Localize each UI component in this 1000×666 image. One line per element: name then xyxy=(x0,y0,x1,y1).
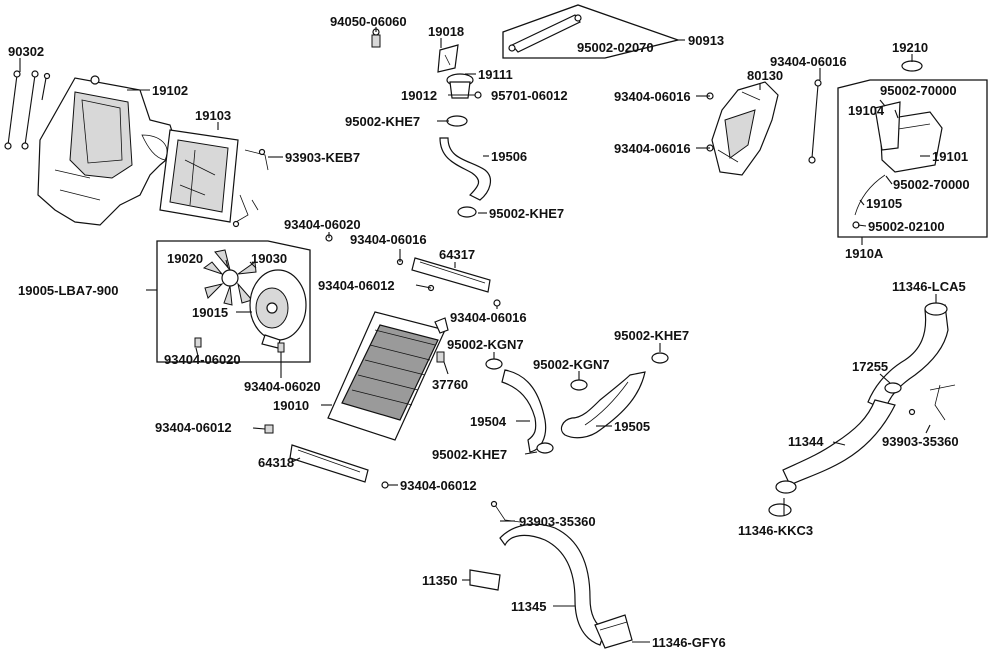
label-95002-KGN7-a: 95002-KGN7 xyxy=(447,337,524,352)
hose-19506 xyxy=(439,115,492,218)
label-95002-KHE7-a: 95002-KHE7 xyxy=(345,114,420,129)
label-19505: 19505 xyxy=(614,419,650,434)
label-90913: 90913 xyxy=(688,33,724,48)
label-11346-KKC3: 11346-KKC3 xyxy=(738,523,813,538)
label-93404-06016-e: 93404-06016 xyxy=(450,310,527,325)
label-17255: 17255 xyxy=(852,359,888,374)
reservoir-assembly-box xyxy=(837,79,988,245)
label-19012: 19012 xyxy=(401,88,437,103)
label-19104: 19104 xyxy=(848,103,885,118)
label-93404-06016-d: 93404-06016 xyxy=(350,232,427,247)
label-19105: 19105 xyxy=(866,196,902,211)
screws-fan xyxy=(194,337,285,353)
label-37760: 37760 xyxy=(432,377,468,392)
bolts-93903-KEB7 xyxy=(232,148,269,228)
label-19504: 19504 xyxy=(470,414,507,429)
label-93404-06012-b: 93404-06012 xyxy=(155,420,232,435)
bracket-64318 xyxy=(264,424,389,489)
label-95002-KHE7-b: 95002-KHE7 xyxy=(489,206,564,221)
label-11344: 11344 xyxy=(788,434,824,449)
duct-11344 xyxy=(775,302,956,494)
label-93404-06020-a: 93404-06020 xyxy=(284,217,361,232)
cover-80130 xyxy=(706,81,779,176)
label-95002-KHE7-d: 95002-KHE7 xyxy=(432,447,507,462)
hose-kit-hose xyxy=(508,14,582,53)
screen-19103 xyxy=(159,129,239,223)
motor-19030 xyxy=(249,269,307,349)
label-93903-35360-b: 93903-35360 xyxy=(882,434,959,449)
fan-assembly-box xyxy=(146,240,311,363)
label-80130: 80130 xyxy=(747,68,783,83)
label-19101: 19101 xyxy=(932,149,968,164)
hose-19505 xyxy=(536,352,669,454)
label-95002-02070: 95002-02070 xyxy=(577,40,654,55)
label-93404-06016-b: 93404-06016 xyxy=(614,141,691,156)
label-19102: 19102 xyxy=(152,83,188,98)
label-93404-06020-c: 93404-06020 xyxy=(244,379,321,394)
clamp-11346-KKC3 xyxy=(768,503,792,517)
label-19015: 19015 xyxy=(192,305,228,320)
label-64318: 64318 xyxy=(258,455,294,470)
label-19506: 19506 xyxy=(491,149,527,164)
air-shroud-19102 xyxy=(37,75,179,226)
hose-11345 xyxy=(469,500,633,649)
label-93903-35360-a: 93903-35360 xyxy=(519,514,596,529)
bracket-64317 xyxy=(325,234,501,307)
part-labels: 90302 19102 19103 93903-KEB7 94050-06060… xyxy=(8,14,970,650)
fan-19020 xyxy=(202,249,257,306)
thermostat-parts xyxy=(371,28,482,99)
label-95002-KHE7-c: 95002-KHE7 xyxy=(614,328,689,343)
label-1910A: 1910A xyxy=(845,246,884,261)
label-64317: 64317 xyxy=(439,247,475,262)
label-19010: 19010 xyxy=(273,398,309,413)
label-11350: 11350 xyxy=(422,573,457,588)
label-93404-06020-b: 93404-06020 xyxy=(164,352,241,367)
reservoir-19101 xyxy=(852,60,943,229)
label-19020: 19020 xyxy=(167,251,203,266)
label-19018: 19018 xyxy=(428,24,464,39)
label-93903-KEB7: 93903-KEB7 xyxy=(285,150,360,165)
label-19210: 19210 xyxy=(892,40,928,55)
leader-lines xyxy=(19,27,937,643)
label-19103: 19103 xyxy=(195,108,231,123)
radiator-19010 xyxy=(327,311,449,441)
label-93404-06012-c: 93404-06012 xyxy=(400,478,477,493)
label-95002-02100: 95002-02100 xyxy=(868,219,945,234)
label-94050-06060: 94050-06060 xyxy=(330,14,407,29)
hose-19504 xyxy=(485,358,547,453)
label-95002-70000-b: 95002-70000 xyxy=(893,177,970,192)
hose-kit-box xyxy=(502,4,685,59)
label-19005-LBA7-900: 19005-LBA7-900 xyxy=(18,283,118,298)
label-93404-06016-c: 93404-06016 xyxy=(770,54,847,69)
label-19111: 19111 xyxy=(478,67,513,82)
label-11346-LCA5: 11346-LCA5 xyxy=(892,279,966,294)
label-19030: 19030 xyxy=(251,251,287,266)
label-93404-06012-a: 93404-06012 xyxy=(318,278,395,293)
label-93404-06016-a: 93404-06016 xyxy=(614,89,691,104)
bolt-93404-06016-right xyxy=(808,79,822,164)
label-95002-70000-a: 95002-70000 xyxy=(880,83,957,98)
label-95002-KGN7-b: 95002-KGN7 xyxy=(533,357,610,372)
label-11346-GFY6: 11346-GFY6 xyxy=(652,635,726,650)
label-95701-06012: 95701-06012 xyxy=(491,88,568,103)
label-90302: 90302 xyxy=(8,44,44,59)
bolts-90302 xyxy=(4,70,51,150)
label-11345: 11345 xyxy=(511,599,546,614)
